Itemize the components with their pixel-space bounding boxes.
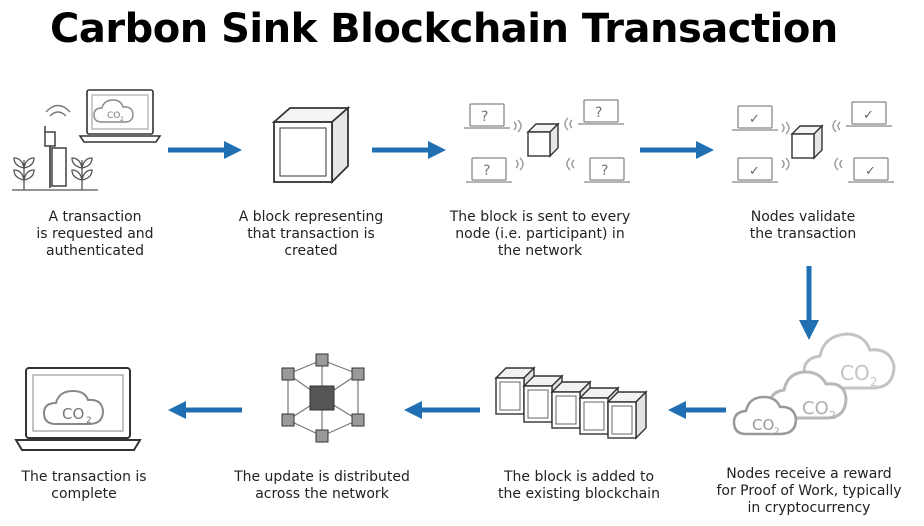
arrow-right (640, 139, 716, 165)
step-7-caption: The update is distributed across the net… (214, 469, 430, 503)
caption-line: that transaction is (247, 226, 375, 242)
arrow-left (402, 399, 480, 425)
caption-line: Nodes receive a reward (726, 466, 892, 482)
block-cube-icon (270, 104, 352, 186)
step-3-caption: The block is sent to every node (i.e. pa… (432, 209, 648, 260)
step-2-caption: A block representing that transaction is… (216, 209, 406, 260)
co2-text: CO (802, 398, 829, 419)
arrow-right (372, 139, 448, 165)
arrow-left (166, 399, 242, 425)
caption-line: A block representing (238, 209, 384, 225)
question-icon: ? (595, 105, 602, 121)
check-icon: ✓ (863, 108, 874, 123)
caption-line: authenticated (46, 243, 144, 259)
co2-text: CO (62, 405, 84, 423)
caption-line: is requested and (36, 226, 154, 242)
caption-line: Nodes validate (750, 209, 856, 225)
caption-line: the transaction (749, 226, 857, 242)
question-icon: ? (481, 109, 488, 125)
co2-text: CO (107, 111, 120, 121)
arrow-left (666, 399, 726, 425)
caption-line: the existing blockchain (498, 486, 660, 502)
caption-line: the network (497, 243, 583, 259)
question-icon: ? (601, 163, 608, 179)
step-1-caption: A transaction is requested and authentic… (10, 209, 180, 260)
caption-line: The transaction is (21, 469, 147, 485)
laptop-co2-icon: CO 2 (14, 366, 144, 456)
co2-text: CO (840, 361, 870, 385)
step-8-caption: The transaction is complete (4, 469, 164, 503)
caption-line: in cryptocurrency (747, 500, 871, 516)
caption-line: created (284, 243, 338, 259)
check-icon: ✓ (749, 112, 760, 127)
step-4-caption: Nodes validate the transaction (718, 209, 888, 243)
network-validate-icon: ✓ ✓ ✓ ✓ (728, 98, 898, 188)
co2-subscript: 2 (86, 416, 92, 426)
question-icon: ? (483, 163, 490, 179)
step-5-caption: Nodes receive a reward for Proof of Work… (696, 466, 922, 517)
check-icon: ✓ (865, 164, 876, 179)
arrow-down (797, 266, 821, 346)
network-broadcast-icon: ? ? ? ? (462, 98, 642, 188)
step-6-caption: The block is added to the existing block… (474, 469, 684, 503)
page-title: Carbon Sink Blockchain Transaction (50, 6, 838, 52)
sensor-laptop-co2-icon: CO 2 (12, 86, 162, 196)
caption-line: across the network (255, 486, 389, 502)
co2-subscript: 2 (774, 427, 780, 437)
co2-subscript: 2 (829, 409, 836, 422)
caption-line: complete (51, 486, 117, 502)
blockchain-icon (494, 366, 656, 446)
co2-clouds-icon: CO 2 CO 2 CO 2 (728, 322, 918, 442)
caption-line: The block is sent to every (449, 209, 631, 225)
caption-line: The block is added to (503, 469, 655, 485)
caption-line: A transaction (48, 209, 142, 225)
co2-subscript: 2 (870, 375, 878, 389)
caption-line: The update is distributed (234, 469, 410, 485)
caption-line: node (i.e. participant) in (455, 226, 625, 242)
co2-text: CO (752, 416, 774, 434)
distributed-network-icon (268, 350, 378, 450)
arrow-right (168, 139, 244, 165)
co2-subscript: 2 (120, 116, 124, 123)
caption-line: for Proof of Work, typically (716, 483, 902, 499)
check-icon: ✓ (749, 164, 760, 179)
